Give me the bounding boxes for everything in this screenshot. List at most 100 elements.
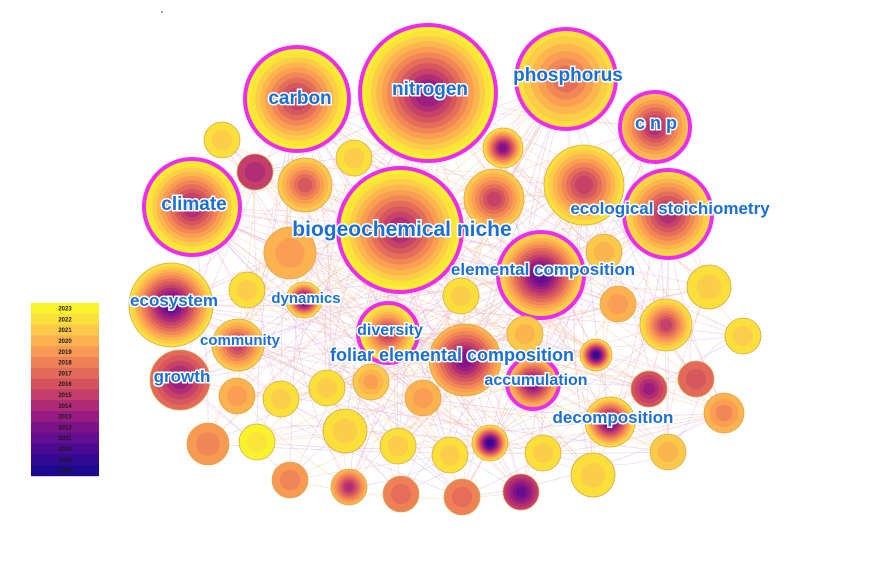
node-ring: [715, 404, 733, 422]
node-ring: [532, 442, 554, 464]
node-node-f: [463, 168, 525, 230]
node-node-b: [236, 153, 274, 191]
network-edge: [461, 213, 669, 498]
node-ring: [660, 319, 672, 331]
label-dynamics: dynamics: [271, 290, 340, 307]
node-ring: [246, 431, 268, 453]
label-phosphorus: phosphorus: [513, 65, 623, 86]
network-edge: [237, 344, 522, 493]
legend-year: 2011: [58, 436, 72, 442]
legend-swatch: [31, 400, 99, 412]
node-ring: [182, 197, 202, 217]
node-node-i: [228, 271, 266, 309]
node-node-z: [186, 422, 230, 466]
node-ring: [344, 482, 354, 492]
network-edge: [400, 388, 650, 495]
node-node-c: [335, 139, 373, 177]
year-color-legend: 2023202220212020201920182017201620152014…: [31, 303, 99, 477]
legend-swatch: [31, 454, 99, 466]
legend-year: 2016: [58, 382, 72, 388]
node-node-s: [677, 360, 715, 398]
legend-year: 2023: [58, 307, 72, 313]
node-decomposition: [584, 396, 636, 448]
node-ring: [451, 486, 473, 508]
legend-swatch: [31, 335, 99, 347]
node-ring: [514, 323, 536, 345]
node-ring: [696, 274, 722, 300]
legend-year: 2010: [58, 447, 72, 453]
node-cnp: [618, 90, 692, 164]
legend-year: 2021: [58, 328, 72, 334]
node-ring: [685, 368, 707, 390]
label-foliar-elemental-composition: foliar elemental composition: [330, 345, 574, 365]
node-node-ad: [431, 436, 469, 474]
node-ring: [552, 65, 580, 93]
node-climate: [142, 157, 242, 257]
network-edge: [449, 354, 597, 456]
network-edge: [289, 252, 350, 488]
node-node-ab: [322, 408, 368, 454]
label-growth: growth: [154, 367, 211, 386]
network-edge: [344, 430, 594, 476]
node-ring: [231, 338, 245, 352]
legend-year: 2015: [58, 393, 72, 399]
legend-swatch: [31, 303, 99, 315]
node-node-af: [524, 434, 562, 472]
network-edge: [289, 184, 306, 481]
node-node-h: [263, 226, 317, 280]
node-node-j: [442, 277, 480, 315]
node-ring: [171, 371, 189, 389]
node-node-ag: [649, 433, 687, 471]
node-node-t: [703, 392, 745, 434]
legend-year: 2008: [58, 469, 72, 475]
legend-swatch: [31, 313, 99, 325]
label-decomposition: decomposition: [553, 408, 674, 427]
node-node-l: [599, 285, 637, 323]
legend-year: 2017: [58, 371, 72, 377]
node-ecosystem: [128, 262, 214, 348]
node-node-am: [570, 452, 616, 498]
node-ring: [580, 462, 606, 488]
legend-swatch: [31, 411, 99, 423]
legend-year: 2020: [58, 339, 72, 345]
label-ecological-stoichiometry: ecological stoichiometry: [570, 199, 770, 218]
legend-swatch: [31, 324, 99, 336]
node-ring: [605, 417, 615, 427]
node-ring: [332, 418, 358, 444]
node-node-g: [543, 144, 625, 226]
network-edge: [324, 157, 355, 389]
legend-swatch: [31, 421, 99, 433]
node-phosphorus: [514, 27, 618, 131]
legend-year: 2012: [58, 425, 72, 431]
node-node-k: [585, 233, 623, 271]
label-community: community: [200, 332, 281, 349]
node-ring: [316, 377, 338, 399]
network-edge: [461, 388, 650, 498]
node-biogeochemical-niche: [336, 166, 464, 294]
legend-year: 2019: [58, 350, 72, 356]
node-ring: [642, 382, 656, 396]
node-community: [211, 318, 265, 372]
legend-swatch: [31, 367, 99, 379]
node-ring: [390, 483, 412, 505]
node-node-ai: [330, 468, 368, 506]
network-edge: [207, 171, 256, 445]
node-ring: [196, 432, 220, 456]
network-edge: [170, 273, 542, 306]
node-foliar-elemental-composition: [428, 323, 502, 397]
node-node-aj: [382, 475, 420, 513]
node-node-ae: [471, 424, 509, 462]
network-edge: [573, 184, 594, 476]
node-ring: [657, 441, 679, 463]
label-accumulation: accumulation: [484, 372, 587, 389]
legend-swatch: [31, 357, 99, 369]
node-ring: [412, 387, 434, 409]
node-ring: [343, 147, 365, 169]
legend-swatch: [31, 432, 99, 444]
legend-swatch: [31, 346, 99, 358]
node-node-aa: [238, 423, 276, 461]
node-ring: [593, 241, 615, 263]
node-ring: [285, 87, 309, 111]
node-node-o: [724, 317, 762, 355]
